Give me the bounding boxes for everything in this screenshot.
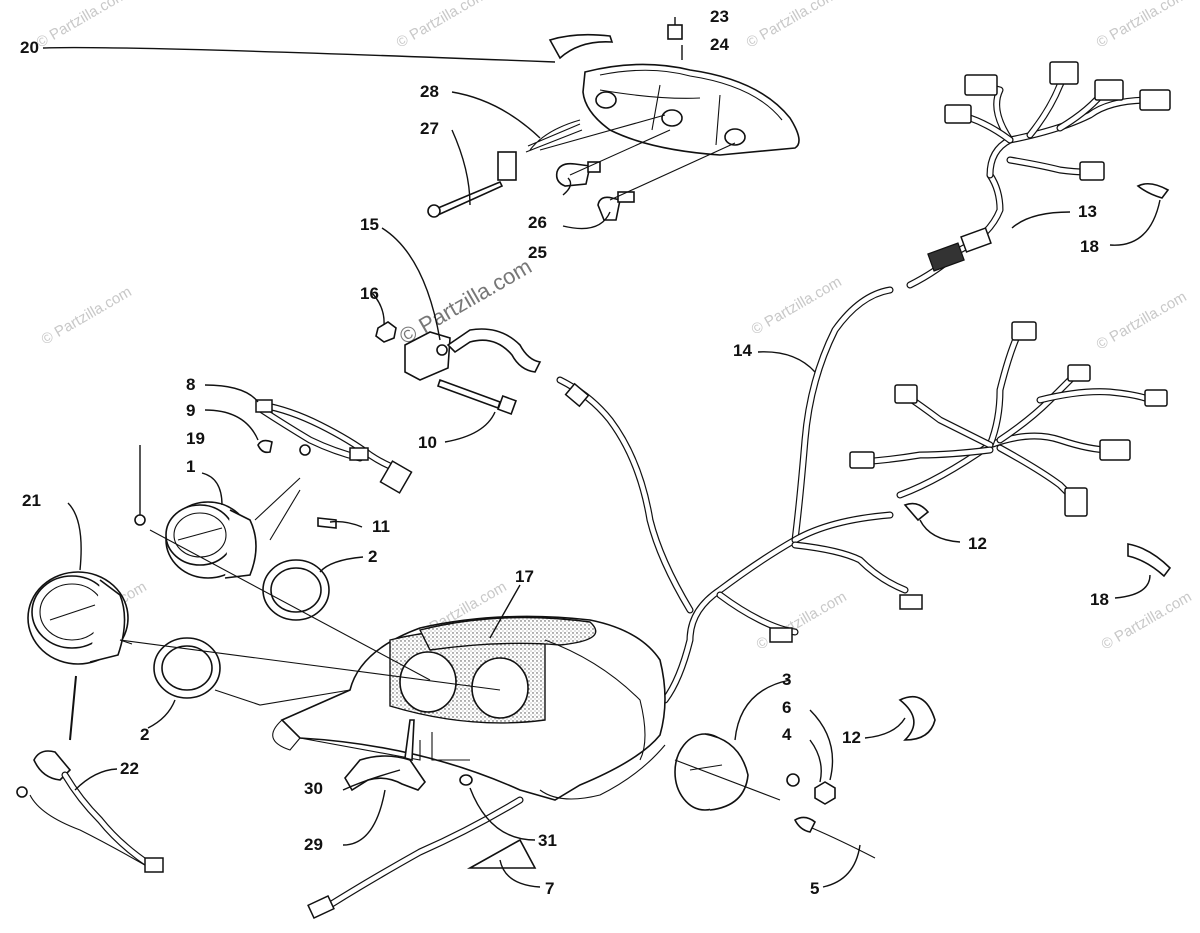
gauge-tachometer [134,399,413,579]
callout-19: 19 [186,429,205,448]
gauge-bezels [153,559,330,699]
callout-5: 5 [810,879,819,898]
callout-27: 27 [420,119,439,138]
callout-13: 13 [1078,202,1097,221]
callout-15: 15 [360,215,379,234]
callout-18: 18 [1090,590,1109,609]
watermark-text: © Partzilla.com [1094,0,1190,51]
callout-21: 21 [22,491,41,510]
mid-branch-harness [849,321,1168,517]
watermark-text: © Partzilla.com [1099,588,1195,653]
callout-14: 14 [733,341,752,360]
taillight-assembly [548,24,800,156]
callout-23: 23 [710,7,729,26]
upper-branch-harness [944,61,1171,181]
callout-7: 7 [545,879,554,898]
callout-2: 2 [140,725,149,744]
watermark-text: © Partzilla.com [39,283,135,348]
callout-1: 1 [186,457,195,476]
wiring-harness [556,171,1004,704]
harness-clips [903,182,1172,578]
callout-31: 31 [538,831,557,850]
gauge-speedometer [16,571,164,873]
callout-12: 12 [842,728,861,747]
watermark-text: © Partzilla.com [394,0,490,51]
callout-22: 22 [120,759,139,778]
callout-24: 24 [710,35,729,54]
callout-18: 18 [1080,237,1099,256]
callout-17: 17 [515,567,534,586]
watermark-text: © Partzilla.com [749,273,845,338]
callout-12: 12 [968,534,987,553]
callout-3: 3 [782,670,791,689]
callout-10: 10 [418,433,437,452]
gauge-fuel [674,695,936,859]
callout-16: 16 [360,284,379,303]
callout-8: 8 [186,375,195,394]
callout-2: 2 [368,547,377,566]
watermark-text: © Partzilla.com [1094,288,1190,353]
callout-30: 30 [304,779,323,798]
instrument-pod [272,615,666,801]
callout-26: 26 [528,213,547,232]
watermark-text: © Partzilla.com [744,0,840,51]
assembly-lines [119,529,501,761]
callout-29: 29 [304,835,323,854]
callout-labels: 21 1 19 8 9 2 2 11 10 16 15 17 20 28 27 … [20,7,1109,898]
watermark-text: © Partzilla.com [34,0,130,51]
callout-9: 9 [186,401,195,420]
callout-11: 11 [372,517,390,536]
callout-28: 28 [420,82,439,101]
callout-20: 20 [20,38,39,57]
callout-6: 6 [782,698,791,717]
callout-25: 25 [528,243,547,262]
voltage-regulator [375,321,542,415]
callout-4: 4 [782,725,792,744]
leader-lines [42,17,1161,888]
